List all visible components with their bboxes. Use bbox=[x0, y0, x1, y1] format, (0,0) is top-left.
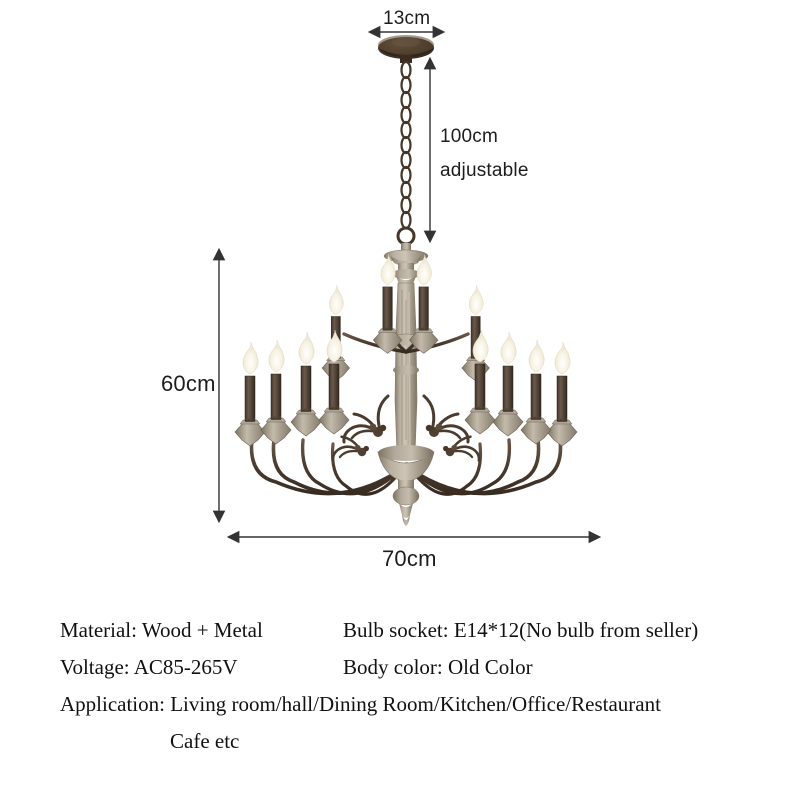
candle-light bbox=[234, 341, 266, 447]
spec-material-label: Material: Wood + Metal bbox=[60, 618, 263, 642]
spec-row-application: Application: Living room/hall/Dining Roo… bbox=[0, 686, 800, 723]
candle-light bbox=[520, 339, 552, 445]
candle-light bbox=[290, 331, 322, 437]
upper-tier bbox=[321, 254, 490, 382]
candle-light bbox=[260, 339, 292, 445]
spec-bulb-socket-label: Bulb socket: E14*12(No bulb from seller) bbox=[343, 618, 699, 642]
spec-row-voltage: Voltage: AC85-265V Body color: Old Color bbox=[0, 649, 800, 686]
candle-light bbox=[492, 331, 524, 437]
column-top-finial bbox=[383, 243, 429, 286]
dimension-label-fixture-width: 70cm bbox=[382, 546, 437, 571]
spec-row-material: Material: Wood + Metal Bulb socket: E14*… bbox=[0, 612, 800, 649]
ceiling-canopy bbox=[378, 35, 434, 63]
candle-light bbox=[464, 329, 496, 435]
chandelier-body bbox=[234, 243, 578, 526]
dimension-label-chain-length: 100cm bbox=[440, 126, 499, 147]
dimension-label-fixture-height: 60cm bbox=[161, 371, 216, 396]
candle-light bbox=[546, 341, 578, 447]
spec-application-label-continued: Cafe etc bbox=[170, 729, 240, 753]
candle-light bbox=[318, 329, 350, 435]
spec-body-color-label: Body color: Old Color bbox=[343, 655, 533, 679]
suspension-chain bbox=[396, 60, 416, 246]
decorative-scrollwork bbox=[331, 394, 481, 462]
spec-application-label: Application: Living room/hall/Dining Roo… bbox=[60, 692, 661, 716]
dimension-label-chain-note: adjustable bbox=[440, 160, 529, 181]
dimension-label-canopy-width: 13cm bbox=[383, 8, 431, 29]
spec-voltage-label: Voltage: AC85-265V bbox=[60, 655, 238, 679]
lower-tier-arms bbox=[249, 437, 563, 496]
spec-row-application-continued: Cafe etc bbox=[0, 723, 800, 760]
central-wood-column bbox=[389, 282, 423, 456]
specifications-block: Material: Wood + Metal Bulb socket: E14*… bbox=[0, 612, 800, 760]
bottom-wood-finial bbox=[377, 445, 435, 526]
